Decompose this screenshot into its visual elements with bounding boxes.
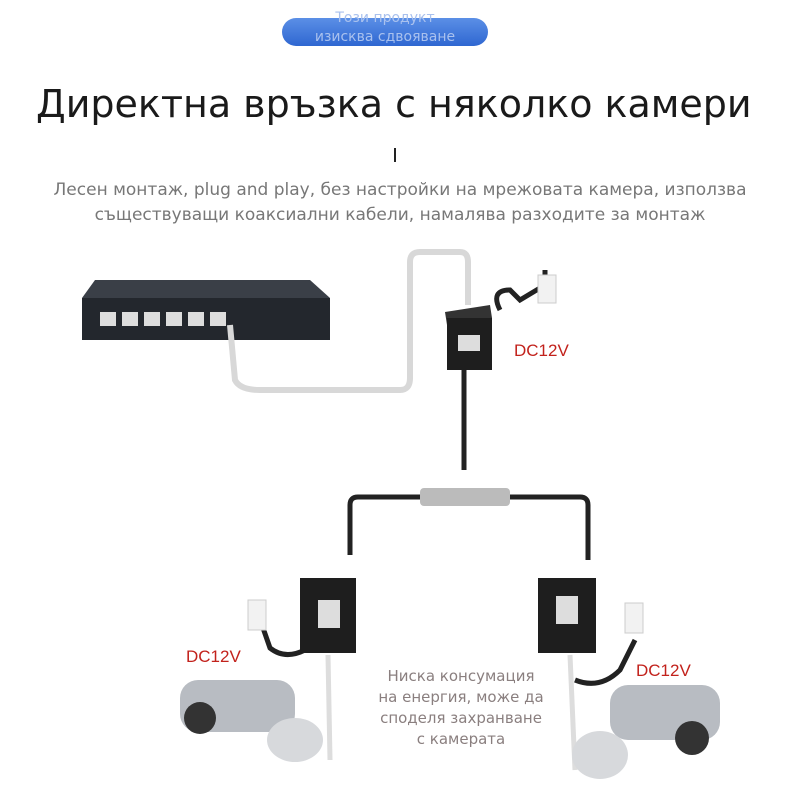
wall-outlet — [624, 602, 644, 634]
page-title: Директна връзка с няколко камери — [36, 82, 752, 126]
dc12v-label-right: DC12V — [636, 661, 691, 680]
transceiver-top — [445, 305, 492, 370]
transceiver-left — [300, 578, 356, 653]
dc12v-label-left: DC12V — [186, 647, 241, 666]
wall-outlet — [537, 274, 557, 304]
pairing-badge — [282, 18, 488, 46]
ethernet-cable — [227, 249, 471, 393]
camera-right — [567, 654, 720, 779]
text-cursor — [394, 148, 396, 162]
network-switch — [82, 280, 330, 340]
dc12v-label-top: DC12V — [514, 341, 569, 360]
transceiver-right — [538, 578, 596, 653]
t-connector — [420, 488, 510, 506]
wall-outlet — [247, 599, 267, 631]
subtitle: Лесен монтаж, plug and play, без настрой… — [53, 180, 747, 225]
camera-left — [180, 654, 333, 762]
